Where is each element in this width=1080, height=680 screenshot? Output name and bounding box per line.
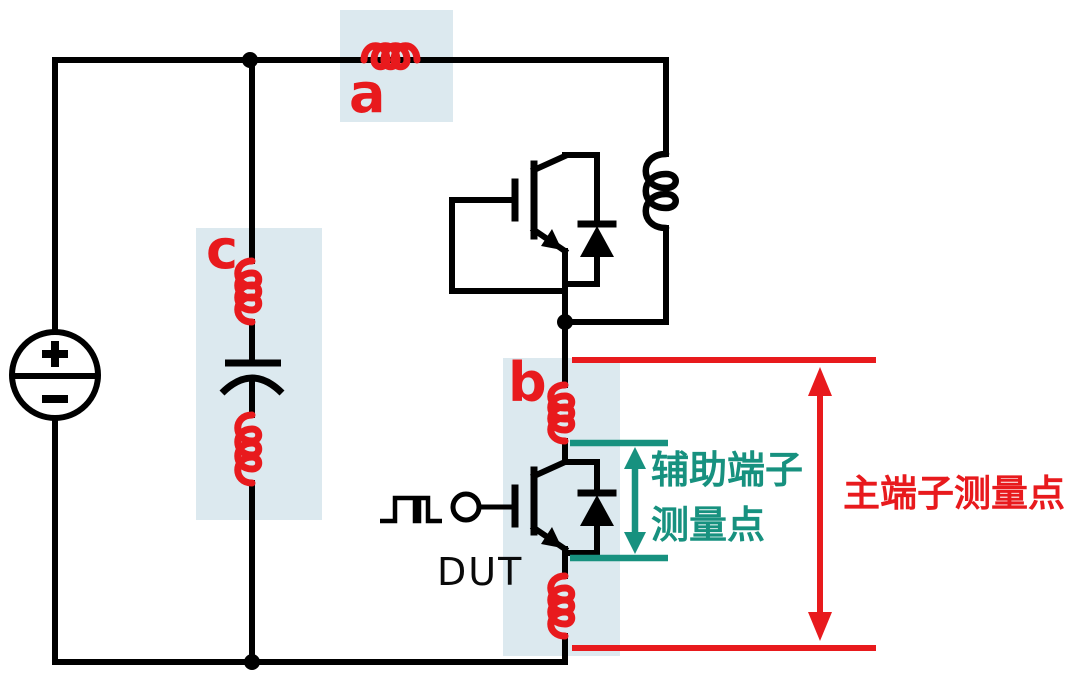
aux-terminal-measure-bracket <box>570 439 668 562</box>
diode-triangle <box>580 495 614 526</box>
diode-triangle <box>580 226 614 257</box>
arrow-up-icon <box>808 367 832 396</box>
parasitic-inductor-a <box>360 42 421 71</box>
main-terminal-measure-bracket <box>572 357 876 651</box>
dut-label: DUT <box>437 550 524 594</box>
aux-measure-label-line1: 辅助端子 <box>651 448 804 492</box>
igbt-emitter-arrow <box>541 527 562 548</box>
diode-bottom-wire <box>563 252 600 287</box>
igbt-collector-lead <box>530 152 569 174</box>
junction-dot <box>244 654 260 670</box>
igbt-emitter-arrow <box>541 229 562 250</box>
high-side-igbt-symbol <box>449 152 617 325</box>
diode-top-wire <box>562 459 600 496</box>
parasitic-label-b: b <box>508 351 547 414</box>
parasitic-inductor-b-upper <box>547 381 576 445</box>
gate-terminal-circle <box>450 491 482 523</box>
load-inductor-symbol <box>642 150 679 232</box>
junction-dot <box>242 52 258 68</box>
dut-diode-symbol <box>562 459 617 556</box>
aux-measure-label-line2: 测量点 <box>651 503 766 547</box>
wire-load-branch <box>565 57 669 325</box>
arrow-down-icon <box>808 612 832 641</box>
double-pulse-waveform-icon <box>380 495 442 524</box>
gate-emitter-short-wire <box>449 197 565 294</box>
dc-link-capacitor-symbol <box>219 359 285 396</box>
junction-dots <box>242 52 573 670</box>
junction-dot <box>557 314 573 330</box>
parasitic-label-c: c <box>206 218 239 281</box>
dut-igbt-symbol <box>511 458 617 556</box>
arrow-down-icon <box>624 532 646 554</box>
parasitic-inductor-c-lower <box>234 411 263 487</box>
igbt-collector-lead <box>530 458 569 480</box>
parasitic-inductors <box>234 42 576 640</box>
dc-voltage-source-symbol <box>9 329 101 421</box>
diode-top-wire <box>562 152 600 227</box>
parasitic-inductor-c-upper <box>234 257 263 326</box>
diode-bottom-wire <box>563 521 600 556</box>
gate-drive <box>380 491 512 524</box>
plus-sign-icon <box>42 341 68 367</box>
parasitic-label-a: a <box>349 62 386 125</box>
parasitic-inductor-b-lower <box>547 572 576 640</box>
wiring <box>52 57 669 665</box>
main-measure-label: 主端子测量点 <box>843 472 1065 515</box>
freewheel-diode-symbol <box>562 152 617 287</box>
arrow-up-icon <box>624 447 646 469</box>
capacitor-curved-plate <box>219 374 285 396</box>
